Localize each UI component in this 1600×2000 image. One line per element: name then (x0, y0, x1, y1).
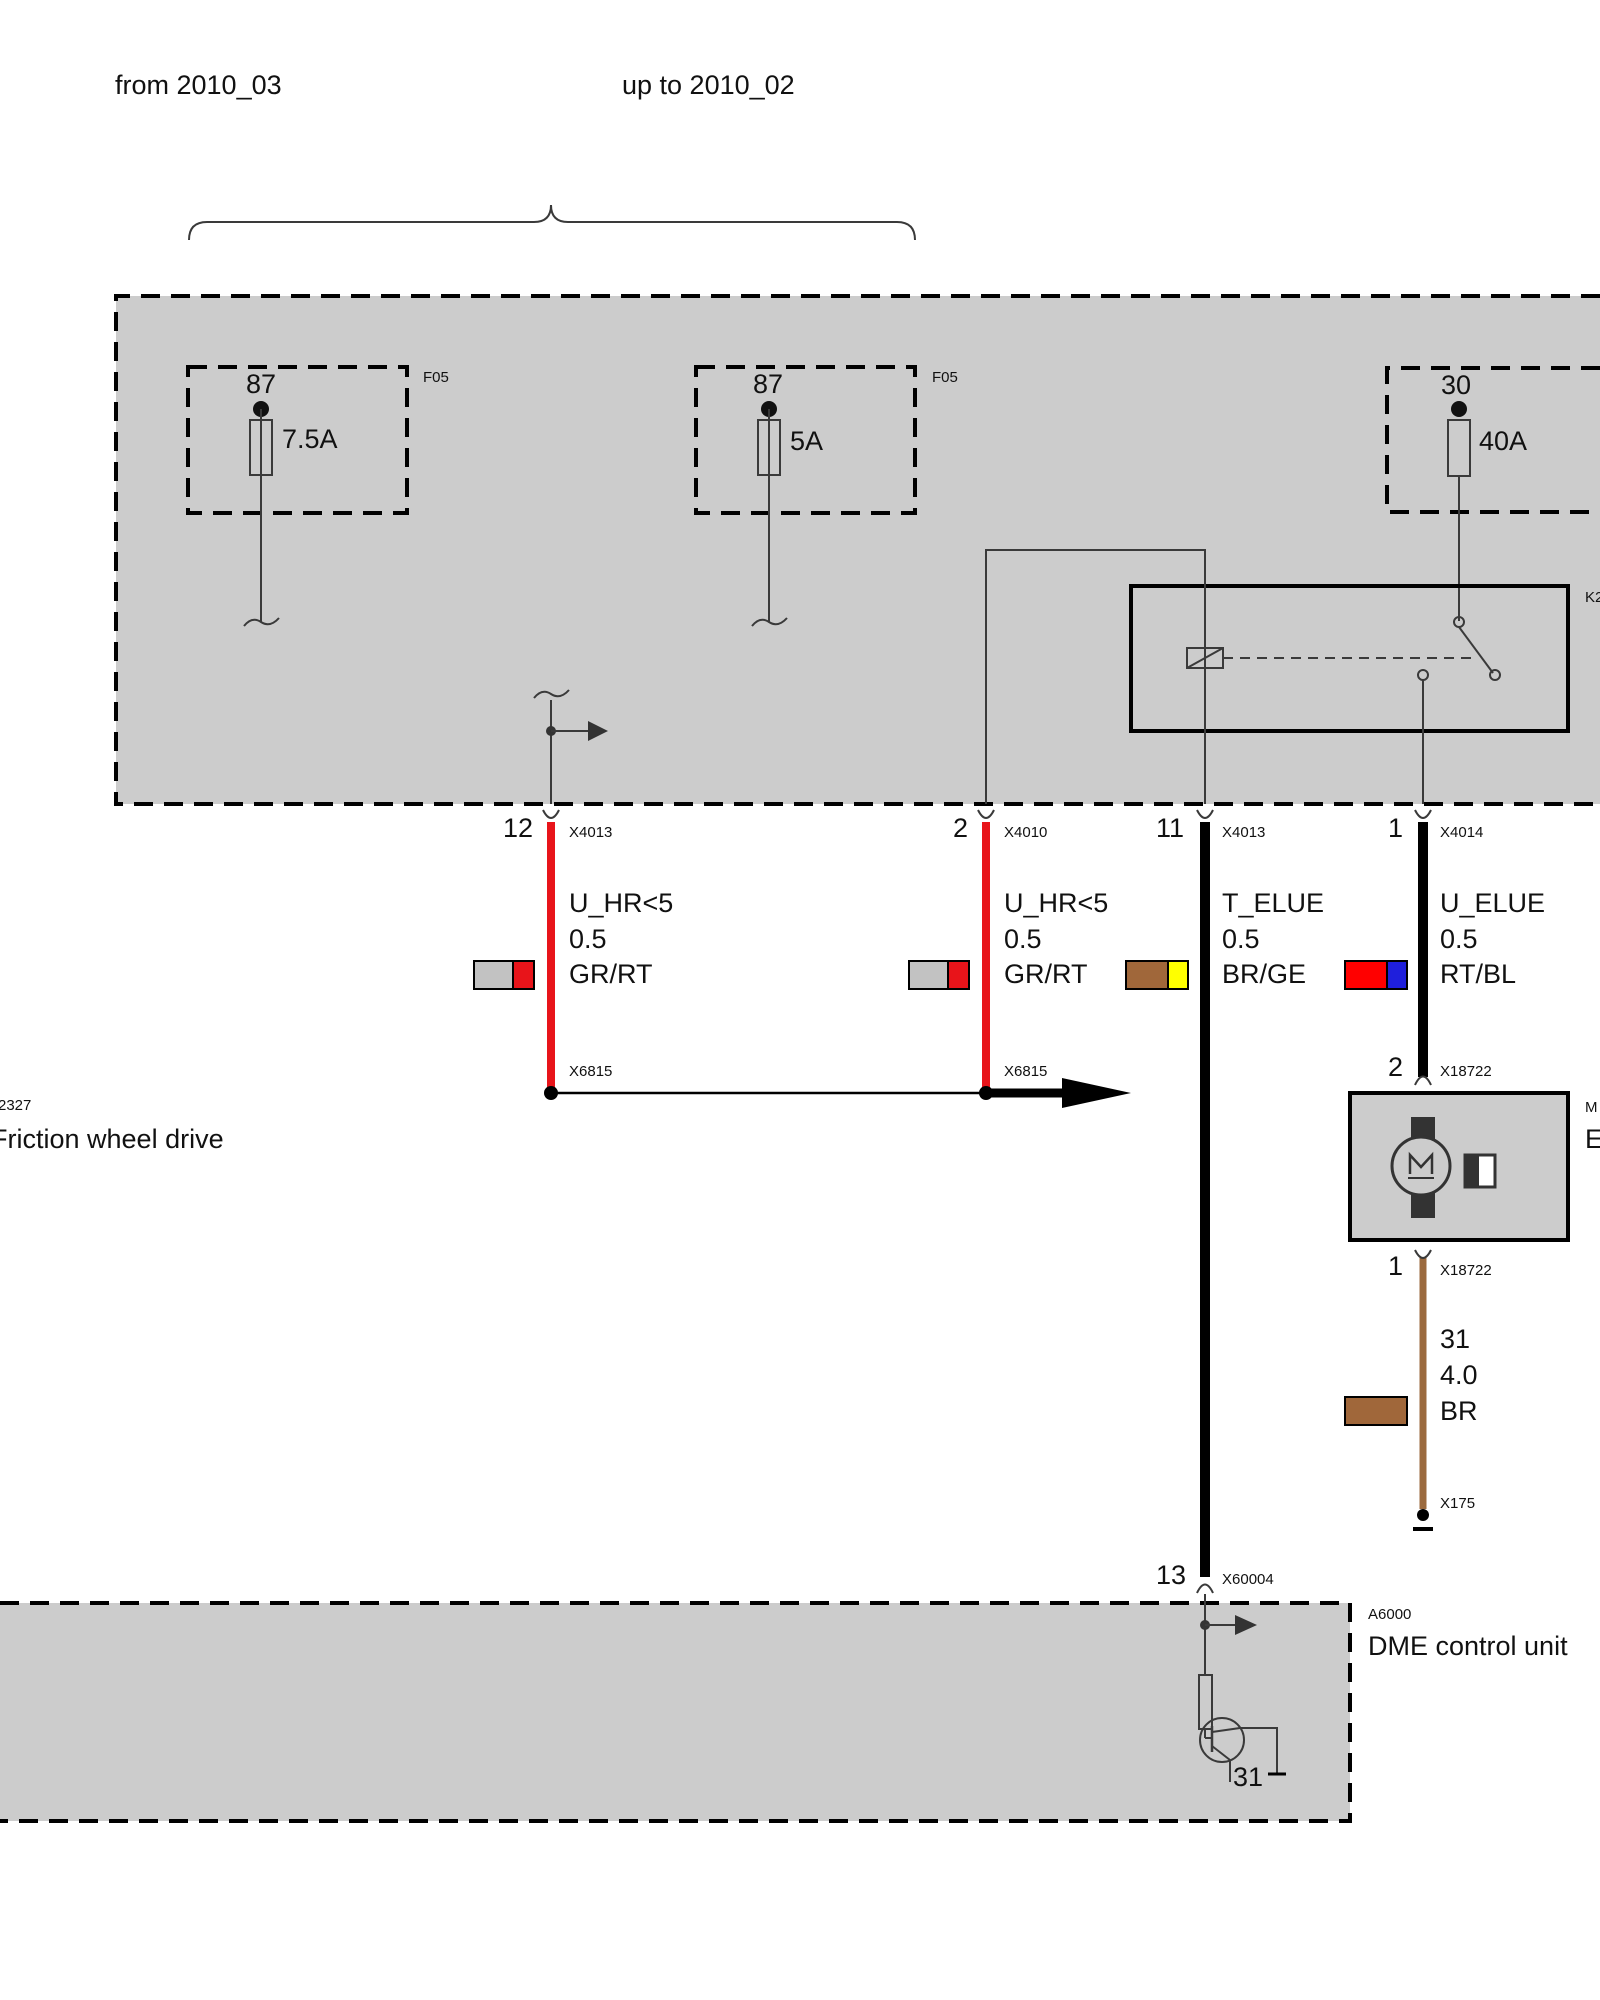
svg-text:GR/RT: GR/RT (1004, 959, 1088, 989)
relay-control-wire (985, 549, 1206, 804)
svg-text:GR/RT: GR/RT (569, 959, 653, 989)
svg-text:0.5: 0.5 (1222, 924, 1260, 954)
conn-x18722-a: X18722 (1440, 1063, 1492, 1080)
conn-x6815-a: X6815 (569, 1063, 612, 1080)
conn-x4013-b: X4013 (1222, 824, 1265, 841)
relay-code: K2 (1585, 589, 1600, 606)
dme-outline (0, 1601, 1352, 1823)
motor-code: M (1585, 1099, 1598, 1116)
module-connector-hooks (542, 809, 1432, 819)
wire-label-2: U_HR<5 0.5 GR/RT (908, 888, 1108, 990)
ground-symbol (1413, 1509, 1433, 1531)
pin-2: 2 (953, 813, 968, 843)
dme-ground-label: 31 (1233, 1762, 1263, 1792)
conn-x18722-b: X18722 (1440, 1262, 1492, 1279)
fuse-1-code: F05 (423, 369, 449, 386)
conn-x60004: X60004 (1222, 1571, 1274, 1588)
dme-pin-13: 13 (1156, 1560, 1186, 1590)
conn-x4013-a: X4013 (569, 824, 612, 841)
wire-label-3: T_ELUE 0.5 BR/GE (1125, 888, 1324, 990)
svg-text:31: 31 (1440, 1324, 1470, 1354)
svg-text:BR: BR (1440, 1396, 1478, 1426)
motor-hook-bottom (1414, 1249, 1432, 1259)
conn-x4010: X4010 (1004, 824, 1047, 841)
svg-text:U_HR<5: U_HR<5 (569, 888, 673, 918)
motor-pin-1: 1 (1388, 1251, 1403, 1281)
wire-label-4: U_ELUE 0.5 RT/BL (1344, 888, 1545, 990)
svg-text:U_ELUE: U_ELUE (1440, 888, 1545, 918)
fuse-module-outline (114, 294, 1600, 806)
fuse-7-5a: 87 F05 7.5A (186, 365, 449, 627)
signal-branch (533, 689, 608, 804)
friction-wheel-name: Friction wheel drive (0, 1124, 224, 1154)
pin-11: 11 (1156, 813, 1184, 843)
upto-date-label: up to 2010_02 (622, 70, 795, 100)
fuse-3-terminal: 30 (1441, 370, 1471, 400)
dme-panel (0, 1603, 1350, 1821)
fuse-1-rating: 7.5A (282, 424, 338, 454)
fuse-module-panel (116, 296, 1600, 804)
fuse-3-rating: 40A (1479, 426, 1527, 456)
conn-x4014: X4014 (1440, 824, 1483, 841)
svg-text:T_ELUE: T_ELUE (1222, 888, 1324, 918)
svg-text:0.5: 0.5 (569, 924, 607, 954)
fuse-5a: 87 F05 5A (694, 365, 958, 627)
from-date-label: from 2010_03 (115, 70, 282, 100)
fuse-2-rating: 5A (790, 426, 823, 456)
motor-component (1348, 1091, 1570, 1242)
svg-text:RT/BL: RT/BL (1440, 959, 1516, 989)
fuse-40a: 30 40A (1385, 366, 1600, 621)
wire-label-5: 31 4.0 BR (1344, 1324, 1478, 1426)
conn-x6815-b: X6815 (1004, 1063, 1047, 1080)
motor-pin-2: 2 (1388, 1052, 1403, 1082)
conn-x175: X175 (1440, 1495, 1475, 1512)
pin-12: 12 (503, 813, 533, 843)
fuse-2-code: F05 (932, 369, 958, 386)
dme-transistor-circuit (1198, 1594, 1286, 1782)
svg-text:4.0: 4.0 (1440, 1360, 1478, 1390)
friction-wheel-code: 2327 (0, 1097, 31, 1114)
dme-name: DME control unit (1368, 1631, 1568, 1661)
x6815-bus (544, 1078, 1131, 1108)
svg-text:0.5: 0.5 (1004, 924, 1042, 954)
wire-label-1: U_HR<5 0.5 GR/RT (473, 888, 673, 990)
fuse-2-terminal: 87 (753, 369, 783, 399)
svg-text:0.5: 0.5 (1440, 924, 1478, 954)
svg-text:BR/GE: BR/GE (1222, 959, 1306, 989)
fuse-1-terminal: 87 (246, 369, 276, 399)
motor-hook-top (1414, 1075, 1432, 1086)
motor-name: E (1585, 1124, 1600, 1154)
dme-hook (1196, 1583, 1214, 1594)
pin-1: 1 (1388, 813, 1403, 843)
variant-brace (188, 204, 916, 241)
dme-code: A6000 (1368, 1606, 1411, 1623)
svg-text:U_HR<5: U_HR<5 (1004, 888, 1108, 918)
